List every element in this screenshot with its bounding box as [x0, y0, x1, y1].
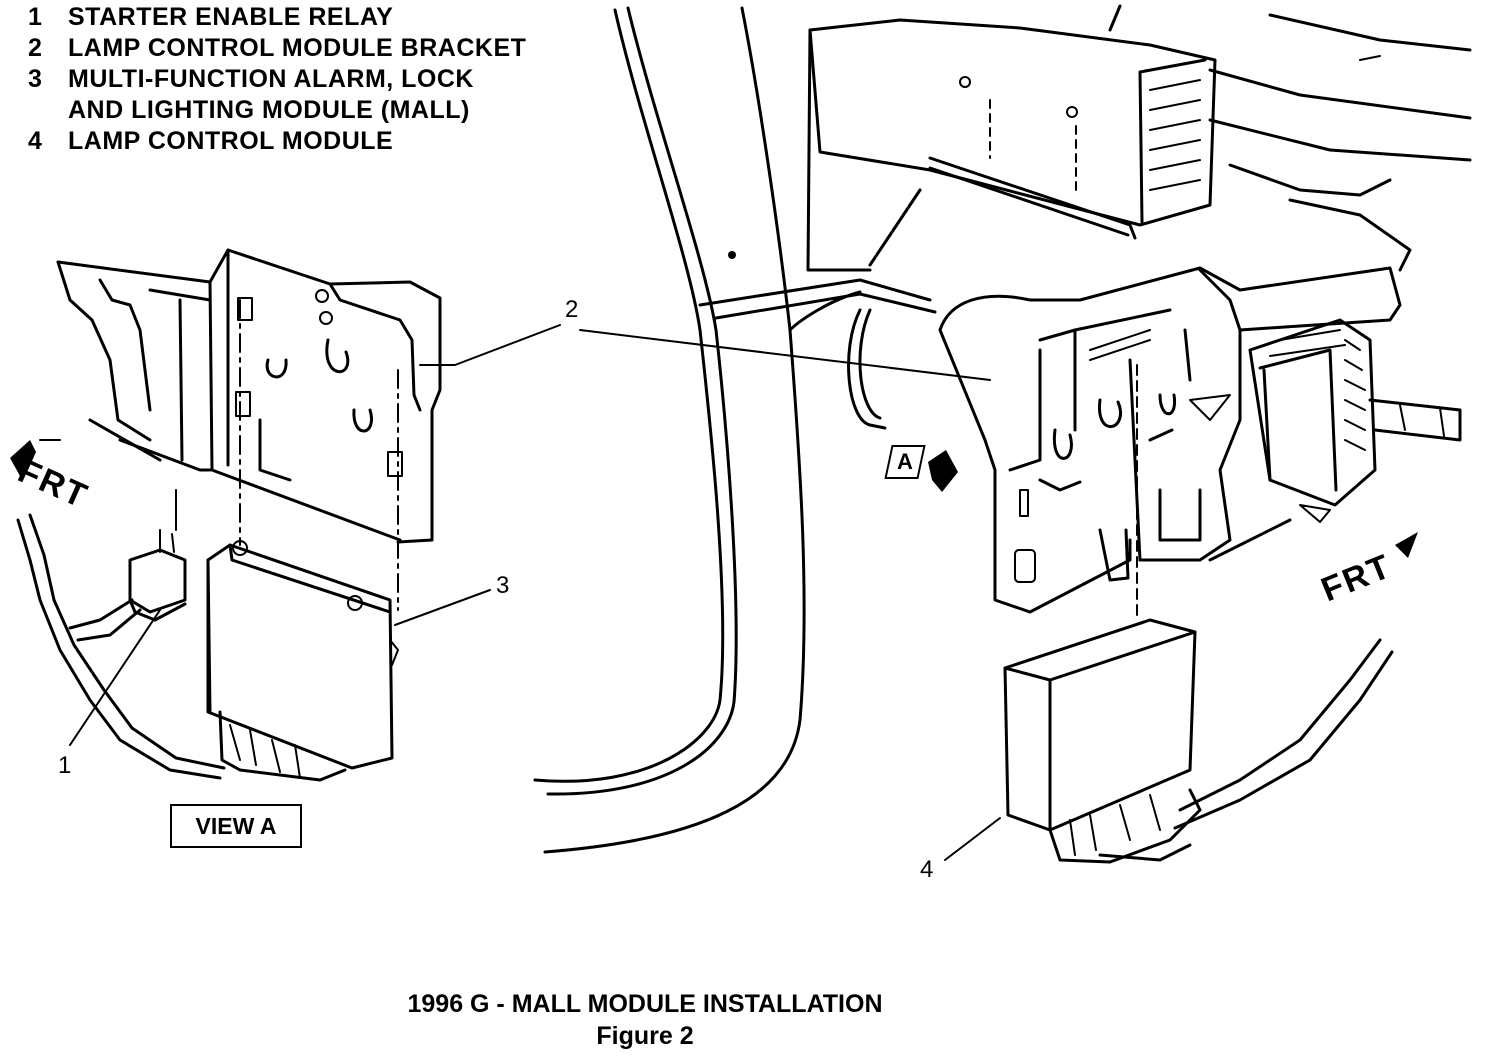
callout-4: 4 — [920, 856, 934, 883]
legend-text: STARTER ENABLE RELAY — [68, 3, 394, 31]
callout-2: 2 — [565, 296, 579, 323]
figure-number: Figure 2 — [596, 1022, 694, 1050]
right-connector-block — [1208, 318, 1462, 562]
legend-number: 2 — [28, 34, 43, 62]
legend-item: AND LIGHTING MODULE (MALL) — [28, 95, 526, 126]
legend-item: 3 MULTI-FUNCTION ALARM, LOCK — [28, 64, 526, 95]
vehicle-body — [533, 6, 937, 854]
legend-number: 3 — [28, 65, 43, 93]
upper-assembly — [806, 4, 1472, 272]
view-a-tag: A — [884, 445, 926, 479]
legend-item: 2 LAMP CONTROL MODULE BRACKET — [28, 33, 526, 64]
view-a-mall-module — [206, 540, 399, 782]
legend-number: 4 — [28, 127, 43, 155]
legend-number — [28, 95, 68, 126]
view-a-relay — [16, 513, 226, 780]
view-a-bracket — [39, 248, 442, 544]
legend-text: LAMP CONTROL MODULE BRACKET — [68, 34, 527, 62]
legend-text: AND LIGHTING MODULE (MALL) — [68, 96, 470, 124]
legend-text: LAMP CONTROL MODULE — [68, 127, 394, 155]
legend-text: MULTI-FUNCTION ALARM, LOCK — [68, 65, 474, 93]
legend-item: 1 STARTER ENABLE RELAY — [28, 2, 526, 33]
main-bracket — [847, 266, 1402, 614]
callout-1: 1 — [58, 752, 72, 779]
figure-title: 1996 G - MALL MODULE INSTALLATION — [407, 990, 883, 1018]
leader-lines — [69, 55, 1381, 861]
callout-3: 3 — [496, 572, 510, 599]
legend-item: 4 LAMP CONTROL MODULE — [28, 126, 526, 157]
view-a-label: VIEW A — [170, 804, 302, 848]
view-a-tag-text: A — [897, 449, 913, 474]
lamp-control-module — [1003, 618, 1394, 864]
legend-number: 1 — [28, 3, 43, 31]
arrows — [10, 251, 1418, 558]
